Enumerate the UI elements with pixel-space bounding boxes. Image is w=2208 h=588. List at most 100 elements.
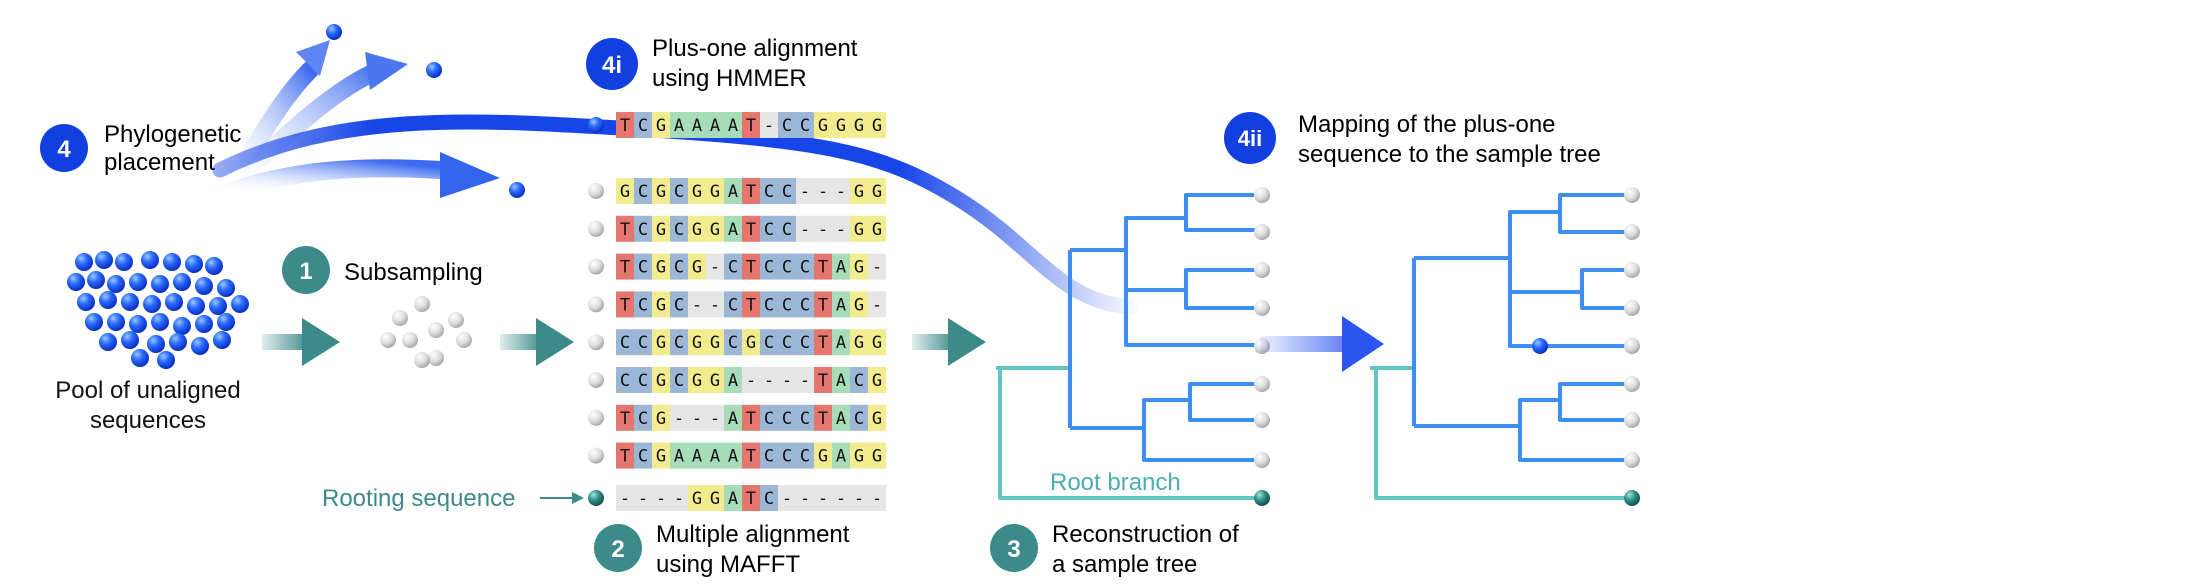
rooting-sequence-base: G <box>710 489 720 509</box>
sample-sequence-5-base: G <box>872 333 882 353</box>
sample-sequence-1-base: C <box>782 182 792 202</box>
sample-sequence-7-cell <box>850 404 868 431</box>
tree-tip <box>1624 338 1640 354</box>
query-sequence-cell <box>688 112 706 138</box>
mapped-tree-tips <box>1624 187 1640 506</box>
sample-sequence-1-base: G <box>854 182 864 202</box>
root-branch-label: Root branch <box>1050 469 1181 496</box>
rooting-sequence-cell <box>868 485 886 511</box>
sample-sequence-7-base: T <box>818 409 828 429</box>
sample-sequence-7-cell <box>868 404 886 431</box>
rooting-sequence-base: C <box>764 489 774 509</box>
sample-sequence-4-base: T <box>746 295 756 315</box>
arrow-alignment-to-tree <box>912 318 986 366</box>
sample-sequence-8-base: T <box>746 447 756 467</box>
sample-sequence-2-base: T <box>746 220 756 240</box>
sample-sequence-5-base: C <box>620 333 630 353</box>
sample-sequence-8-base: A <box>692 447 702 467</box>
query-sequence-base: A <box>674 116 684 136</box>
sample-sequence-4-cell <box>832 291 850 318</box>
sample-sequence-3-base: C <box>674 258 684 278</box>
sample-sequence-5-cell <box>724 329 742 356</box>
sample-sequence-6-cell <box>634 367 652 393</box>
sample-sequence-5-base: G <box>854 333 864 353</box>
sample-sequence-4-base: - <box>872 295 882 315</box>
sample-sequence-5-cell <box>778 329 796 356</box>
sample-sequence-1-base: T <box>746 182 756 202</box>
step4ii-label-line2: sequence to the sample tree <box>1298 141 1601 168</box>
sample-sequence-5-base: C <box>782 333 792 353</box>
sample-sequence-6-cell <box>796 367 814 393</box>
sample-sequence-4-cell <box>688 291 706 318</box>
sample-sequence-6-cell <box>724 367 742 393</box>
sample-sequence-4-base: C <box>800 295 810 315</box>
sample-sequence-1-base: C <box>674 182 684 202</box>
rooting-sequence-cell <box>742 485 760 511</box>
subsample-ball <box>402 332 418 348</box>
sample-sequence-1-cell <box>778 178 796 204</box>
sample-sequence-5-cell <box>652 329 670 356</box>
tree-tip <box>1254 452 1270 468</box>
sample-sequence-5-cell <box>742 329 760 356</box>
sample-sequence-6-cell <box>616 367 634 393</box>
sample-sequence-5-cell <box>688 329 706 356</box>
subsample-ball <box>380 332 396 348</box>
pool-label-line1: Pool of unaligned <box>55 377 240 404</box>
rooting-arrowhead <box>572 492 584 504</box>
sample-sequence-4-cell <box>616 291 634 318</box>
sample-sequence-6-base: C <box>674 371 684 391</box>
sample-sequence-6-base: - <box>764 371 774 391</box>
step4i-label-line1: Plus-one alignment <box>652 35 858 62</box>
sample-sequence-3-cell <box>850 253 868 280</box>
sample-sequence-7-cell <box>832 404 850 431</box>
subsample-ball <box>428 350 444 366</box>
sample-sequence-8-cell <box>706 442 724 469</box>
sample-sequence-1-cell <box>832 178 850 204</box>
sample-sequence-2-cell <box>706 215 724 242</box>
sample-sequence-3-base: C <box>638 258 648 278</box>
sample-sequence-7-base: T <box>746 409 756 429</box>
sample-sequence-4-base: G <box>656 295 666 315</box>
sample-sequence-4-cell <box>778 291 796 318</box>
pool-label-line2: sequences <box>90 407 206 434</box>
sample-sequence-5-cell <box>670 329 688 356</box>
pool-sequence-ball <box>143 295 161 313</box>
sample-sequence-4-cell <box>652 291 670 318</box>
sample-sequence-4-base: T <box>620 295 630 315</box>
sample-sequence-2-cell <box>796 215 814 242</box>
query-sequence-ball <box>588 117 604 133</box>
tree-tip <box>1624 376 1640 392</box>
pool-sequence-ball <box>191 337 209 355</box>
sample-sequence-1-base: - <box>818 182 828 202</box>
sample-sequence-6-cell <box>706 367 724 393</box>
sample-sequence-7-cell <box>742 404 760 431</box>
sample-tree-tips <box>1254 187 1270 506</box>
sample-sequence-6-ball <box>588 372 604 388</box>
rooting-sequence-cell <box>724 485 742 511</box>
sample-sequence-8-base: G <box>818 447 828 467</box>
pool-sequence-ball <box>217 313 235 331</box>
sample-sequence-1-cell <box>634 178 652 204</box>
sample-sequence-2-base: G <box>692 220 702 240</box>
sample-sequence-3-ball <box>588 258 604 275</box>
step1-badge-label: 1 <box>299 258 312 285</box>
pool-sequence-ball <box>129 315 147 333</box>
pool-sequence-ball <box>209 297 227 315</box>
pool-sequence-ball <box>231 295 249 313</box>
sample-sequence-6-base: C <box>638 371 648 391</box>
rooting-sequence-cell <box>778 485 796 511</box>
pool-sequence-ball <box>121 331 139 349</box>
sample-sequence-7-cell <box>616 404 634 431</box>
sample-sequence-4-base: C <box>728 295 738 315</box>
rooting-sequence-ball <box>588 490 604 506</box>
subsample-ball <box>428 322 444 338</box>
sample-sequence-3-cell <box>814 253 832 280</box>
sample-sequence-6-base: A <box>728 371 738 391</box>
sample-sequence-3-cell <box>742 253 760 280</box>
query-sequence-base: G <box>818 116 828 136</box>
query-sequence-cell <box>616 112 634 138</box>
sample-sequence-5-base: T <box>818 333 828 353</box>
mapped-tree <box>1370 193 1630 500</box>
sample-sequence-4-base: G <box>854 295 864 315</box>
sample-sequence-5-base: G <box>656 333 666 353</box>
